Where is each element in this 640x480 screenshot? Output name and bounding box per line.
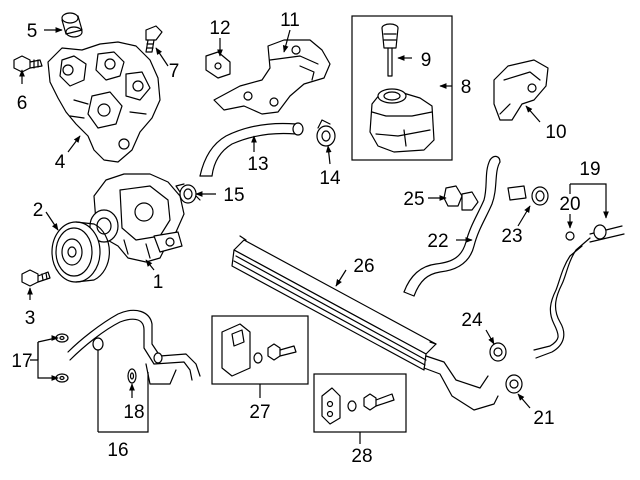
callout-17: 17 <box>11 351 32 372</box>
washer-part-18 <box>127 368 137 384</box>
callout-14: 14 <box>319 168 341 189</box>
hose-part-13 <box>199 122 304 177</box>
clamp-part-24 <box>489 342 507 362</box>
callout-5: 5 <box>27 21 38 42</box>
callout-23: 23 <box>501 226 522 247</box>
callout-28: 28 <box>351 446 372 467</box>
washers-part-17 <box>55 333 69 383</box>
pump-bracket-part <box>47 41 161 163</box>
callout-16: 16 <box>107 440 128 461</box>
callout-21: 21 <box>533 408 554 429</box>
callout-11: 11 <box>280 10 300 31</box>
return-line-part-19 <box>533 224 625 359</box>
pressure-line-part-16 <box>67 309 201 385</box>
pulley-part <box>51 221 110 283</box>
reservoir-part <box>369 88 435 153</box>
callout-1: 1 <box>153 272 164 293</box>
reservoir-bracket-part <box>213 39 331 115</box>
spacer-part <box>61 12 83 38</box>
bracket-part-12 <box>205 51 231 79</box>
callout-12: 12 <box>209 18 230 39</box>
callout-6: 6 <box>17 93 28 114</box>
hose-part-22 <box>403 155 501 297</box>
clamp-part-14 <box>316 119 336 147</box>
callout-26: 26 <box>353 256 374 277</box>
bracket-part-10 <box>493 59 549 121</box>
clamp-part-23 <box>507 185 549 206</box>
callout-7: 7 <box>169 61 180 82</box>
callout-19: 19 <box>579 159 600 180</box>
callout-9: 9 <box>421 50 432 71</box>
callout-18: 18 <box>123 402 144 423</box>
leader-lines <box>19 27 606 444</box>
callout-labels: 5 6 7 4 12 11 9 8 10 13 14 15 2 1 3 25 2… <box>11 10 600 467</box>
bracket-part-28 <box>321 387 395 425</box>
reservoir-kit-box <box>351 15 453 161</box>
callout-22: 22 <box>427 231 448 252</box>
clamp-part-21 <box>505 374 523 394</box>
callout-13: 13 <box>247 154 268 175</box>
mount-part-27 <box>221 323 297 377</box>
callout-25: 25 <box>403 189 424 210</box>
callout-8: 8 <box>461 77 472 98</box>
reservoir-cap-part <box>381 23 399 77</box>
callout-4: 4 <box>55 152 66 173</box>
bolt-part-6 <box>13 55 43 73</box>
callout-10: 10 <box>545 122 566 143</box>
callout-20: 20 <box>559 194 580 215</box>
cooler-part <box>231 235 499 411</box>
steering-pump-part <box>89 173 185 263</box>
bolt-part-7 <box>145 25 163 53</box>
callout-3: 3 <box>25 308 36 329</box>
callout-24: 24 <box>461 310 483 331</box>
callout-27: 27 <box>249 402 270 423</box>
clip-part-25 <box>443 185 479 211</box>
callout-2: 2 <box>33 200 44 221</box>
callout-15: 15 <box>223 185 244 206</box>
bolt-part-3 <box>21 269 51 287</box>
